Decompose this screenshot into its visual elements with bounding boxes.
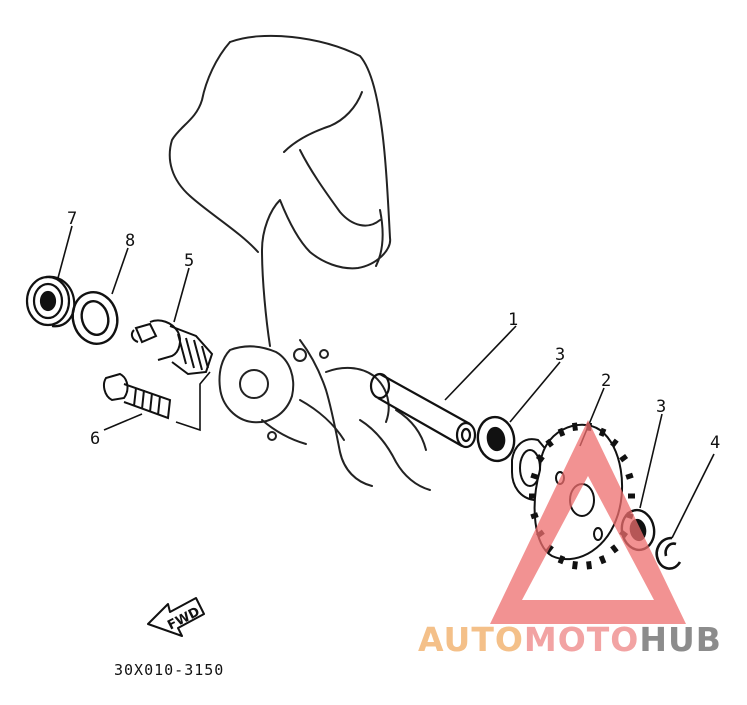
diagram-code: 30X010-3150 — [114, 661, 224, 679]
gear-tooth — [530, 472, 539, 480]
gear-tooth — [610, 544, 619, 554]
gear-tooth — [535, 453, 545, 463]
gear-tooth — [530, 512, 539, 520]
gear-tooth — [598, 555, 607, 565]
watermark-part-auto: AUTO — [418, 620, 524, 659]
gear-tooth — [557, 427, 566, 437]
gear-tooth — [545, 438, 554, 448]
leader-lines — [57, 225, 715, 539]
callout-3-a: 3 — [555, 345, 565, 365]
watermark-part-moto: MOTO — [524, 620, 639, 659]
gear-tooth — [610, 438, 619, 448]
gear-shaft-part-5 — [130, 319, 214, 376]
callout-2: 2 — [601, 371, 611, 391]
callout-3-b: 3 — [656, 397, 666, 417]
svg-text:AUTOMOTOHUB: AUTOMOTOHUB — [418, 620, 722, 659]
callout-6: 6 — [90, 429, 100, 449]
gear-tooth — [571, 422, 578, 431]
callout-4: 4 — [710, 433, 720, 453]
circlip-part-4 — [655, 536, 682, 570]
engine-case-outline — [168, 34, 431, 491]
gear-tooth — [625, 472, 634, 480]
callout-labels: 1 2 3 3 4 5 6 7 8 — [67, 209, 720, 453]
oil-seal-part-7 — [25, 275, 76, 328]
washer-part-3-a — [476, 415, 516, 463]
washer-part-8 — [71, 291, 119, 345]
watermark-part-hub: HUB — [639, 620, 722, 659]
gear-tooth — [619, 453, 629, 463]
gear-tooth — [598, 427, 607, 437]
watermark-triangle — [490, 420, 686, 624]
gear-tooth — [571, 561, 578, 570]
forward-direction-arrow: FWD — [147, 597, 205, 637]
callout-7: 7 — [67, 209, 77, 229]
gear-tooth — [557, 555, 566, 565]
watermark: AUTOMOTOHUB — [418, 420, 722, 659]
bolt-part-6 — [103, 372, 172, 420]
callout-1: 1 — [508, 310, 518, 330]
gear-tooth — [586, 561, 593, 570]
callout-8: 8 — [125, 231, 135, 251]
callout-5: 5 — [184, 251, 194, 271]
shaft-part-1 — [369, 372, 477, 449]
